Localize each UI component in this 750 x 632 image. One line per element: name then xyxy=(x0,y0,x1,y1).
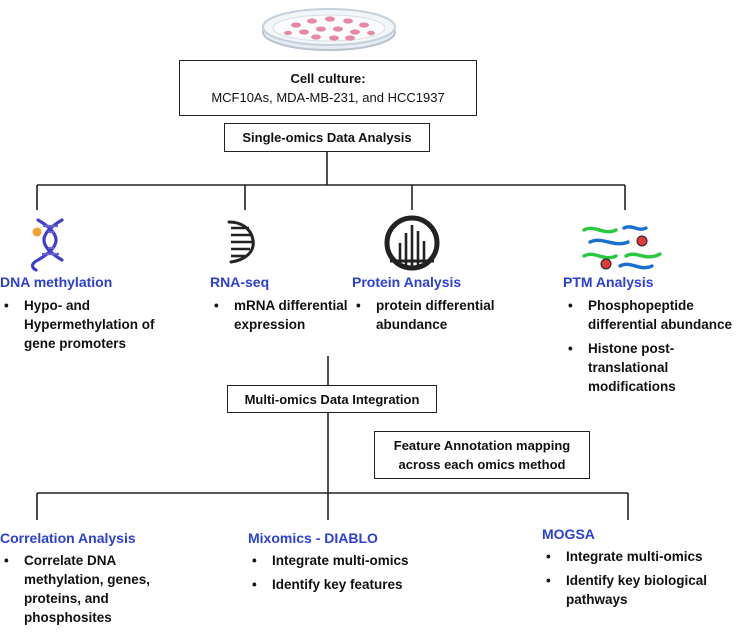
feature-annotation-box: Feature Annotation mapping across each o… xyxy=(374,431,590,479)
petri-dish-icon xyxy=(262,8,396,51)
protein-gel-icon xyxy=(384,215,440,271)
method-bullets-ptm: Phosphopeptide differential abundance Hi… xyxy=(566,296,748,401)
tool-bullets-diablo: Integrate multi-omics Identify key featu… xyxy=(250,551,450,599)
tool-title-correlation: Correlation Analysis xyxy=(0,530,136,546)
method-bullets-protein: protein differential abundance xyxy=(354,296,529,339)
single-omics-box: Single-omics Data Analysis xyxy=(224,123,430,152)
method-title-protein: Protein Analysis xyxy=(352,274,462,290)
dna-icon xyxy=(30,218,64,272)
list-item: Identify key features xyxy=(250,575,450,594)
list-item: Hypo- and Hypermethylation of gene promo… xyxy=(2,296,187,353)
cell-culture-box: Cell culture: MCF10As, MDA-MB-231, and H… xyxy=(179,60,477,116)
tool-title-mogsa: MOGSA xyxy=(542,526,595,542)
rna-icon xyxy=(227,220,255,264)
multi-omics-integration-box: Multi-omics Data Integration xyxy=(227,385,437,413)
tool-bullets-correlation: Correlate DNA methylation, genes, protei… xyxy=(2,551,177,632)
method-bullets-dna: Hypo- and Hypermethylation of gene promo… xyxy=(2,296,187,358)
list-item: mRNA differential expression xyxy=(212,296,352,334)
feature-annotation-label: Feature Annotation mapping across each o… xyxy=(393,438,571,472)
list-item: protein differential abundance xyxy=(354,296,529,334)
list-item: Identify key biological pathways xyxy=(544,571,744,609)
single-omics-label: Single-omics Data Analysis xyxy=(242,130,412,145)
method-title-ptm: PTM Analysis xyxy=(563,274,654,290)
list-item: Phosphopeptide differential abundance xyxy=(566,296,748,334)
phospho-peptide-icon xyxy=(582,225,662,270)
method-title-dna: DNA methylation xyxy=(0,274,113,290)
list-item: Integrate multi-omics xyxy=(544,547,744,566)
cell-culture-lines: MCF10As, MDA-MB-231, and HCC1937 xyxy=(211,90,445,105)
list-item: Histone post-translational modifications xyxy=(566,339,748,396)
method-title-rna: RNA-seq xyxy=(210,274,270,290)
integration-title: Multi-omics Data Integration xyxy=(244,391,420,407)
method-bullets-rna: mRNA differential expression xyxy=(212,296,352,339)
list-item: Integrate multi-omics xyxy=(250,551,450,570)
tool-bullets-mogsa: Integrate multi-omics Identify key biolo… xyxy=(544,547,744,614)
cell-culture-title: Cell culture: xyxy=(290,71,366,86)
list-item: Correlate DNA methylation, genes, protei… xyxy=(2,551,177,627)
tool-title-diablo: Mixomics - DIABLO xyxy=(248,530,378,546)
